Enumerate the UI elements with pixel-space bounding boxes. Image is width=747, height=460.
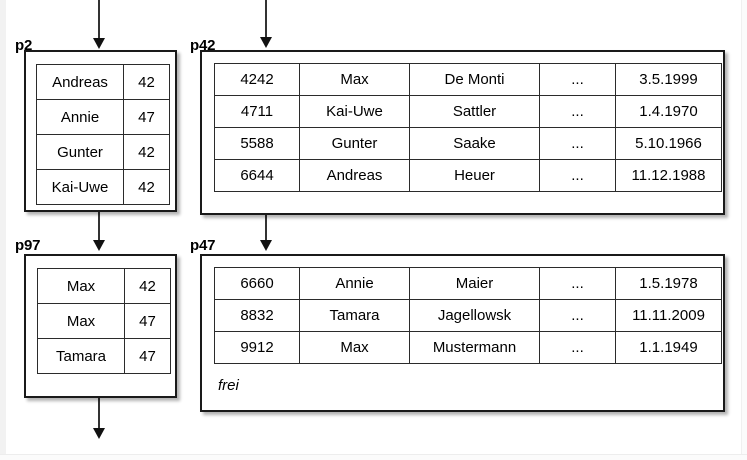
- cell-date: 5.10.1966: [615, 127, 722, 160]
- table-row: 5588 Gunter Saake ... 5.10.1966: [214, 127, 722, 160]
- cell-lastname: Sattler: [409, 95, 540, 128]
- table-row: Annie 47: [36, 99, 170, 135]
- cell-date: 1.1.1949: [615, 331, 722, 364]
- cell-key: Tamara: [37, 338, 125, 374]
- free-space-label: frei: [218, 377, 239, 394]
- cell-id: 5588: [214, 127, 300, 160]
- cell-lastname: De Monti: [409, 63, 540, 96]
- cell-page: 47: [124, 338, 171, 374]
- arrow-down-into-p2: [93, 0, 105, 50]
- cell-key: Gunter: [36, 134, 124, 170]
- cell-lastname: Jagellowsk: [409, 299, 540, 332]
- cell-key: Annie: [36, 99, 124, 135]
- cell-key: Max: [37, 268, 125, 304]
- cell-key: Andreas: [36, 64, 124, 100]
- cell-page: 42: [124, 268, 171, 304]
- table-row: 6660 Annie Maier ... 1.5.1978: [214, 267, 722, 300]
- cell-firstname: Annie: [299, 267, 410, 300]
- cell-date: 11.11.2009: [615, 299, 722, 332]
- cell-firstname: Kai-Uwe: [299, 95, 410, 128]
- cell-date: 1.5.1978: [615, 267, 722, 300]
- record-table-p97: Max 42 Max 47 Tamara 47: [37, 268, 171, 374]
- cell-ellipsis: ...: [539, 267, 616, 300]
- cell-lastname: Saake: [409, 127, 540, 160]
- cell-ellipsis: ...: [539, 299, 616, 332]
- cell-firstname: Andreas: [299, 159, 410, 192]
- table-row: Kai-Uwe 42: [36, 169, 170, 205]
- cell-page: 47: [124, 303, 171, 339]
- slide-edge-left: [0, 0, 6, 460]
- cell-page: 42: [123, 64, 170, 100]
- table-row: Andreas 42: [36, 64, 170, 100]
- cell-page: 42: [123, 134, 170, 170]
- cell-id: 6644: [214, 159, 300, 192]
- cell-firstname: Max: [299, 63, 410, 96]
- table-row: Max 42: [37, 268, 171, 304]
- page-label-p97: p97: [15, 237, 41, 254]
- cell-page: 42: [123, 169, 170, 205]
- cell-ellipsis: ...: [539, 127, 616, 160]
- cell-lastname: Maier: [409, 267, 540, 300]
- cell-ellipsis: ...: [539, 63, 616, 96]
- slide-edge-bottom: [0, 454, 747, 460]
- cell-firstname: Gunter: [299, 127, 410, 160]
- page-block-p2[interactable]: Andreas 42 Annie 47 Gunter 42 Kai-Uwe 42: [24, 50, 177, 212]
- cell-key: Max: [37, 303, 125, 339]
- table-row: 4242 Max De Monti ... 3.5.1999: [214, 63, 722, 96]
- cell-id: 4242: [214, 63, 300, 96]
- table-row: 4711 Kai-Uwe Sattler ... 1.4.1970: [214, 95, 722, 128]
- cell-firstname: Tamara: [299, 299, 410, 332]
- cell-key: Kai-Uwe: [36, 169, 124, 205]
- cell-date: 1.4.1970: [615, 95, 722, 128]
- cell-page: 47: [123, 99, 170, 135]
- table-row: 9912 Max Mustermann ... 1.1.1949: [214, 331, 722, 364]
- slide-edge-right: [741, 0, 747, 460]
- record-table-p42: 4242 Max De Monti ... 3.5.1999 4711 Kai-…: [214, 63, 722, 192]
- page-label-p2: p2: [15, 37, 33, 54]
- page-block-p47[interactable]: 6660 Annie Maier ... 1.5.1978 8832 Tamar…: [200, 254, 725, 412]
- arrow-down-into-p42: [260, 0, 272, 50]
- cell-ellipsis: ...: [539, 95, 616, 128]
- cell-firstname: Max: [299, 331, 410, 364]
- cell-id: 9912: [214, 331, 300, 364]
- page-block-p97[interactable]: Max 42 Max 47 Tamara 47: [24, 254, 177, 398]
- cell-date: 3.5.1999: [615, 63, 722, 96]
- cell-date: 11.12.1988: [615, 159, 722, 192]
- cell-id: 6660: [214, 267, 300, 300]
- page-label-p42: p42: [190, 37, 216, 54]
- table-row: 8832 Tamara Jagellowsk ... 11.11.2009: [214, 299, 722, 332]
- cell-lastname: Heuer: [409, 159, 540, 192]
- arrow-down-into-p47: [260, 214, 272, 254]
- cell-ellipsis: ...: [539, 159, 616, 192]
- record-table-p47: 6660 Annie Maier ... 1.5.1978 8832 Tamar…: [214, 267, 722, 364]
- table-row: 6644 Andreas Heuer ... 11.12.1988: [214, 159, 722, 192]
- arrow-down-out-of-p97: [93, 398, 105, 442]
- arrow-down-p2-to-p97: [93, 212, 105, 254]
- cell-id: 8832: [214, 299, 300, 332]
- page-label-p47: p47: [190, 237, 216, 254]
- page-block-p42[interactable]: 4242 Max De Monti ... 3.5.1999 4711 Kai-…: [200, 50, 725, 215]
- table-row: Gunter 42: [36, 134, 170, 170]
- cell-ellipsis: ...: [539, 331, 616, 364]
- table-row: Max 47: [37, 303, 171, 339]
- cell-id: 4711: [214, 95, 300, 128]
- record-table-p2: Andreas 42 Annie 47 Gunter 42 Kai-Uwe 42: [36, 64, 170, 205]
- table-row: Tamara 47: [37, 338, 171, 374]
- cell-lastname: Mustermann: [409, 331, 540, 364]
